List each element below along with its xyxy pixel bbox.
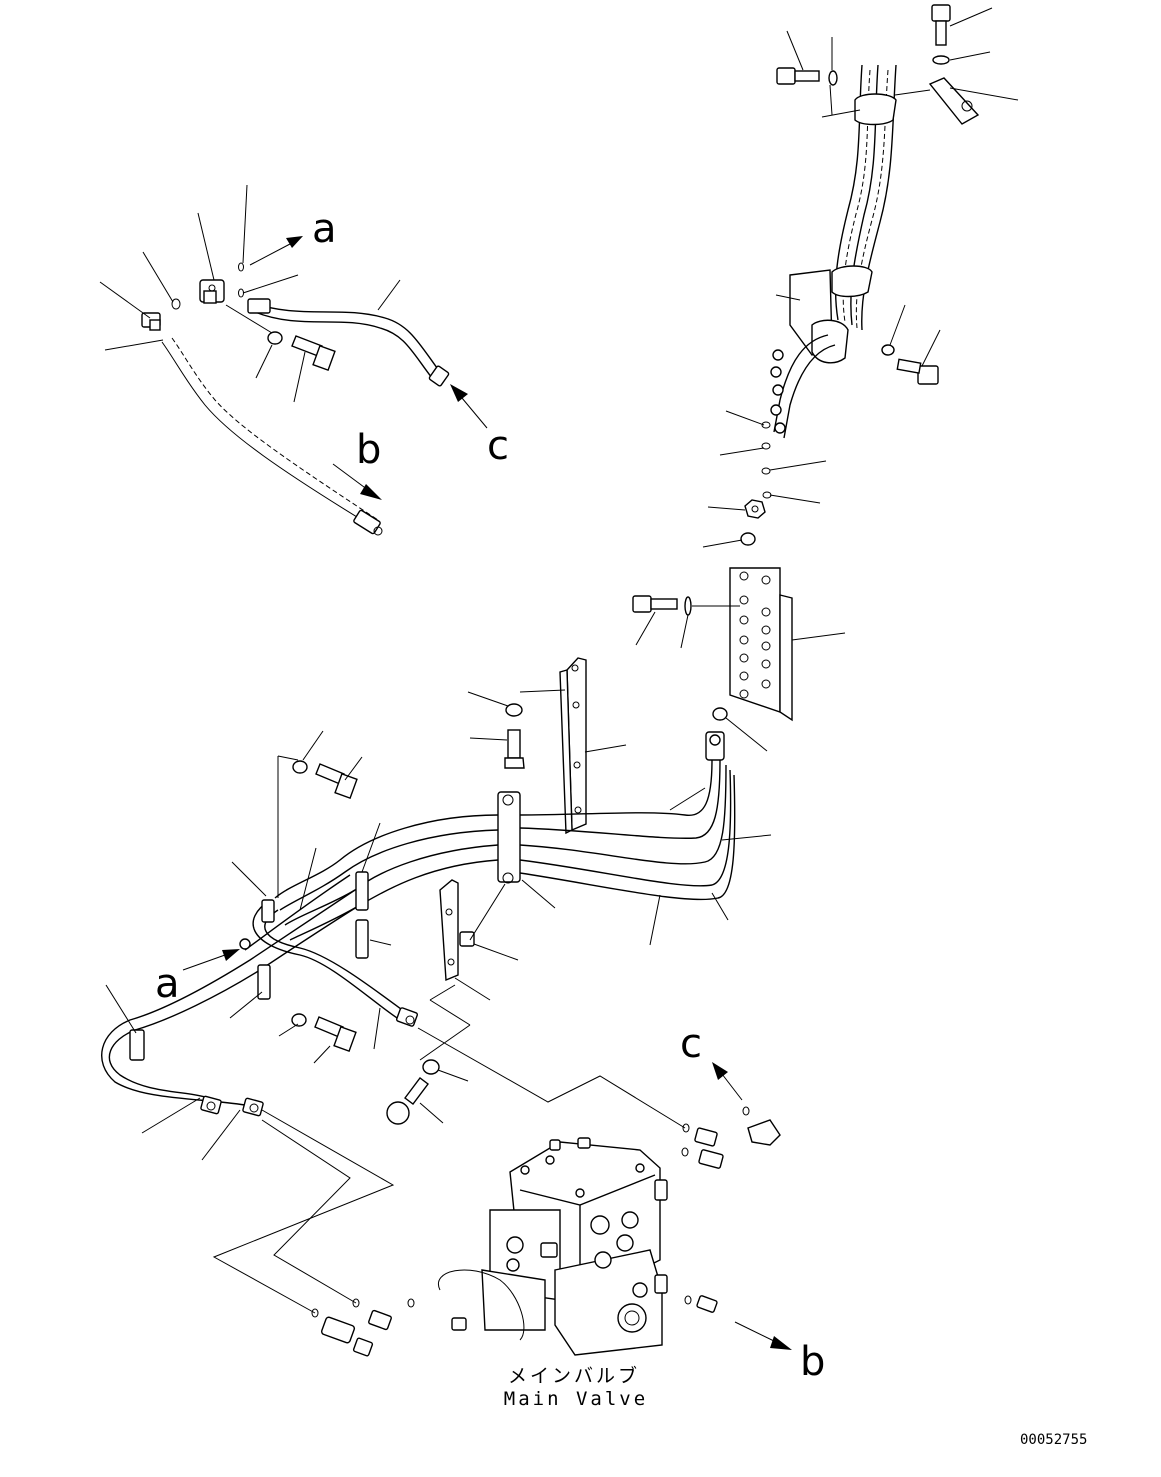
top-right-assembly (702, 4, 1019, 548)
washer (932, 55, 950, 65)
bolt-bundle-top (315, 763, 358, 800)
o-ring (238, 288, 244, 298)
o-ring (761, 421, 771, 429)
arrow-a-lower (182, 949, 240, 971)
spring-washer (684, 596, 692, 616)
bolt-vertical (504, 729, 525, 769)
label-c-top: c (487, 423, 509, 469)
arrow-c-top (450, 384, 488, 429)
main-valve (212, 1027, 792, 1357)
bundle-clamp (497, 791, 521, 884)
middle-assembly (419, 567, 846, 1061)
label-b-lower: b (800, 1339, 825, 1385)
washer (881, 344, 895, 356)
hose-bundle (101, 730, 772, 1161)
washer (422, 1059, 440, 1075)
o-ring (761, 442, 771, 450)
arrow-c-lower (712, 1062, 743, 1101)
hose-b (161, 337, 383, 536)
washer (267, 331, 283, 345)
bolt-plate (632, 595, 678, 613)
o-ring (762, 491, 772, 499)
vertical-bracket (559, 657, 587, 835)
bolt-top-right (931, 4, 951, 46)
label-a-lower: a (155, 961, 180, 1007)
washer (505, 703, 523, 717)
o-ring (238, 262, 244, 272)
bolt-top-left (776, 67, 820, 85)
washer (740, 532, 756, 546)
elbow-fitting (141, 312, 161, 331)
washer (291, 1013, 307, 1027)
caption-english: Main Valve (504, 1388, 648, 1410)
bolt-bundle-mid (314, 1016, 357, 1053)
washer (712, 707, 728, 721)
o-ring (171, 298, 181, 310)
bolt-bundle-low (386, 1077, 429, 1125)
nut (744, 499, 766, 519)
grommet (239, 938, 251, 950)
drawing-number: 00052755 (1020, 1432, 1087, 1448)
block-fitting (199, 279, 225, 304)
bolt-right (896, 358, 939, 385)
label-a-top: a (312, 206, 337, 252)
arrow-b-top (332, 463, 382, 500)
label-b-top: b (356, 427, 381, 473)
plate-bracket (928, 77, 980, 125)
hose-plate (729, 567, 793, 722)
top-left-assembly (99, 184, 488, 536)
bolt (291, 335, 336, 372)
washer (292, 760, 308, 774)
label-c-lower: c (680, 1021, 702, 1067)
arrow-b-lower (734, 1321, 792, 1350)
small-bracket (439, 879, 475, 982)
o-ring (761, 467, 771, 475)
washer (828, 70, 838, 86)
arrow-a-top (249, 236, 303, 266)
hose-c (247, 298, 450, 387)
caption-japanese: メインバルブ (508, 1364, 640, 1387)
